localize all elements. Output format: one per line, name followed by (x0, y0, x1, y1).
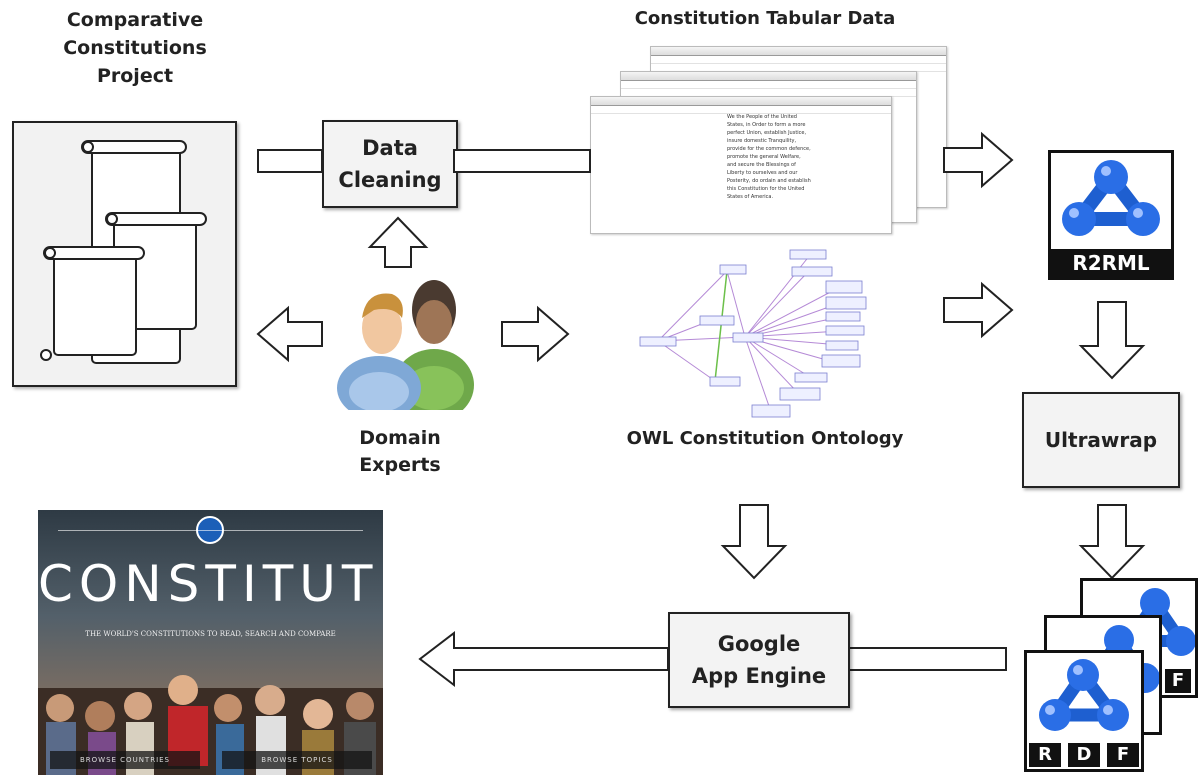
arrow-right (943, 131, 1014, 189)
data-cleaning-label: Data Cleaning (338, 136, 442, 192)
tabular-data-label: Constitution Tabular Data (634, 8, 896, 29)
arrow-down (1078, 301, 1146, 380)
arrow-down (1078, 504, 1146, 580)
ontology-node (789, 249, 827, 260)
ontology-node (825, 311, 861, 322)
r2rml-logo: R2RML (1048, 150, 1174, 280)
spreadsheet-front: We the People of the United States, in O… (590, 96, 892, 234)
google-app-engine-label: Google App Engine (691, 632, 827, 688)
ontology-node (825, 325, 865, 336)
rdf-letter-r: R (1029, 743, 1061, 767)
constitute-tagline: THE WORLD'S CONSTITUTIONS TO READ, SEARC… (85, 630, 336, 638)
domain-experts-label: Domain Experts (359, 427, 441, 476)
ontology-node (709, 376, 741, 387)
ontology-node (791, 266, 833, 277)
owl-ontology-label: OWL Constitution Ontology (626, 428, 904, 449)
ontology-node (779, 387, 821, 401)
connector-bar (257, 149, 323, 173)
connector-bar (453, 149, 591, 173)
arrow-left (418, 630, 669, 688)
ontology-node (719, 264, 747, 275)
browse-topics-button: BROWSE TOPICS (222, 751, 372, 769)
domain-experts-icon (334, 270, 479, 421)
ontology-graph (639, 249, 867, 418)
rdf-letter-f: F (1107, 743, 1139, 767)
constitute-title: CONSTITUTE (38, 555, 383, 613)
ontology-node (639, 336, 677, 347)
spreadsheet-cell-text: We the People of the United States, in O… (727, 114, 811, 200)
arrow-down (720, 504, 788, 580)
data-cleaning-box: Data Cleaning (322, 120, 458, 208)
r2rml-graph-icon (1062, 160, 1160, 236)
ccp-label: Comparative Constitutions Project (63, 9, 207, 87)
arrow-up (367, 216, 429, 268)
ontology-node (699, 315, 735, 326)
rdf-logo-front: R D F (1024, 650, 1144, 772)
browse-countries-button: BROWSE COUNTRIES (50, 751, 200, 769)
ontology-node (751, 404, 791, 418)
rdf-back-letter: F (1165, 669, 1191, 693)
scroll-icons (40, 140, 207, 364)
ultrawrap-box: Ultrawrap (1022, 392, 1180, 488)
ontology-node (794, 372, 828, 383)
arrow-right (943, 281, 1014, 339)
scroll-icon (40, 246, 145, 361)
spreadsheet-stack: We the People of the United States, in O… (590, 46, 947, 234)
ultrawrap-label: Ultrawrap (1044, 428, 1158, 452)
arrow-right (501, 305, 570, 363)
ontology-node (732, 332, 764, 343)
connector-bar (847, 647, 1007, 671)
scrolls-document-panel (12, 121, 237, 387)
r2rml-text: R2RML (1051, 249, 1171, 277)
google-app-engine-box: Google App Engine (668, 612, 850, 708)
rdf-graph-icon (1039, 659, 1129, 731)
ontology-node (825, 296, 867, 310)
ontology-node (821, 354, 861, 368)
ontology-node (825, 340, 859, 351)
constitute-website-screenshot: CONSTITUTE THE WORLD'S CONSTITUTIONS TO … (38, 510, 383, 775)
ontology-node (825, 280, 863, 294)
rdf-letter-d: D (1068, 743, 1100, 767)
arrow-left (256, 305, 323, 363)
